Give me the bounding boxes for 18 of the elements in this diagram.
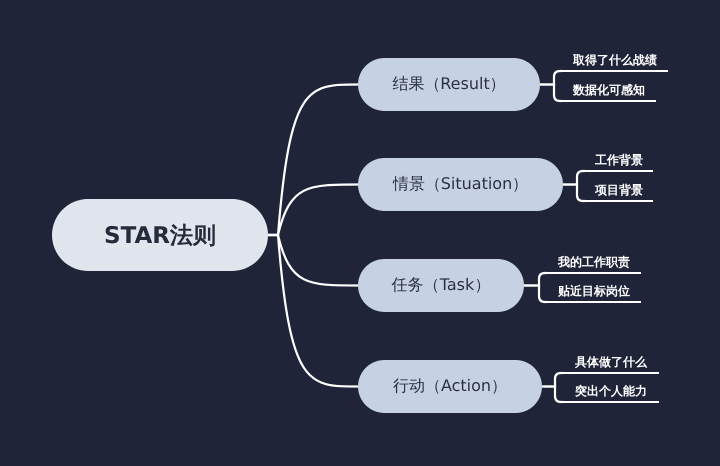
connector-line [542,385,563,404]
connector-line [563,183,585,202]
central-topic-box: STAR法则 [52,199,268,271]
topic-box: 行动（Action） [358,360,542,413]
subtopic-text: 工作背景 [585,151,653,172]
subtopic-text: 我的工作职责 [547,253,641,274]
subtopic-text: 具体做了什么 [563,353,659,374]
topic-box: 任务（Task） [358,259,524,312]
subtopic-text: 取得了什么战绩 [562,51,668,72]
subtopic-text: 突出个人能力 [563,382,659,403]
subtopic-text: 项目背景 [585,181,653,202]
subtopic-text: 贴近目标岗位 [547,282,641,303]
connector-line [524,284,547,304]
topic-box: 情景（Situation） [358,158,563,211]
connector-line [540,83,562,102]
connector-line [268,234,358,388]
topic-box: 结果（Result） [358,58,540,111]
subtopic-text: 数据化可感知 [562,81,656,102]
